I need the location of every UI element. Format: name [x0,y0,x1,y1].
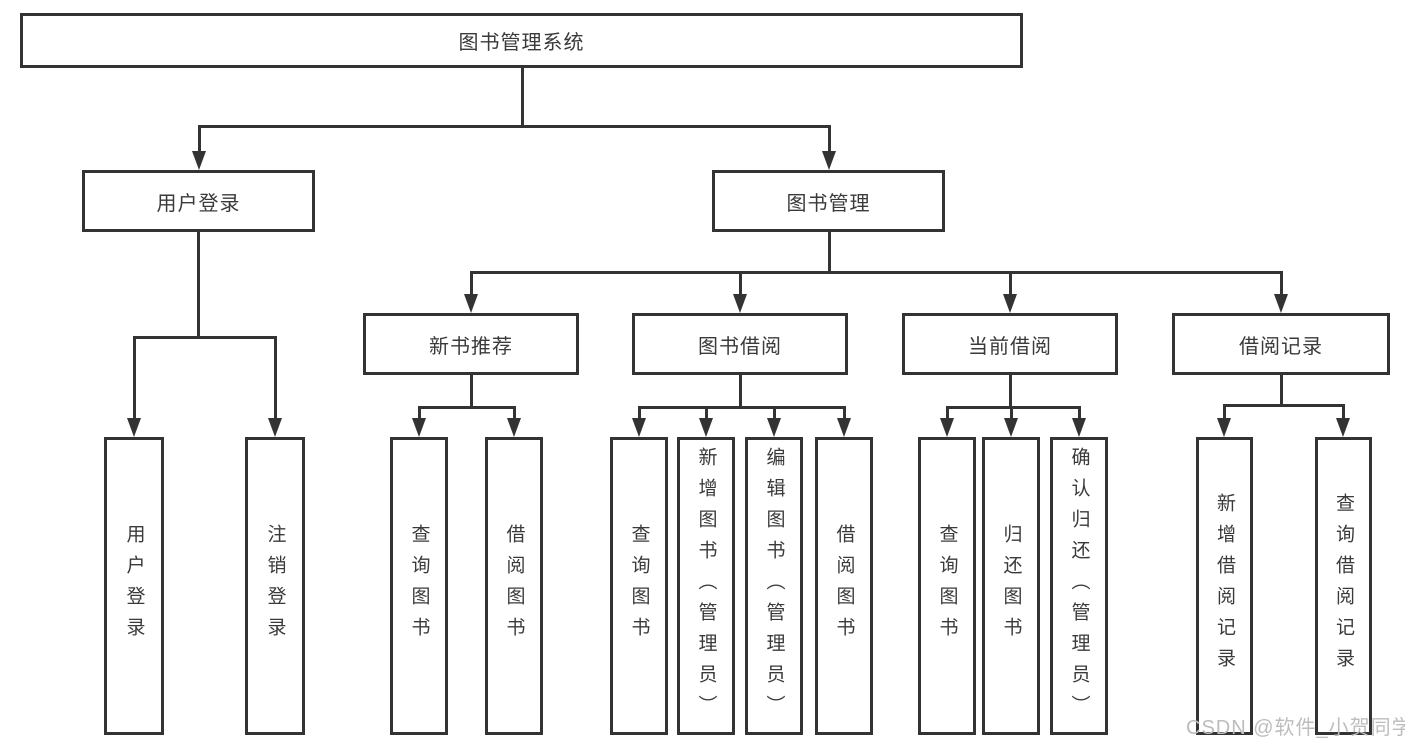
connector-line-vertical [1077,407,1081,424]
connector-line-vertical [827,126,831,156]
arrowhead-down-icon [1217,418,1231,437]
connector-line-vertical [704,407,708,424]
connector-line-vertical [1279,272,1283,300]
connector-line-vertical [738,375,742,407]
connector-line-vertical [132,337,136,424]
connector-line-horizontal [132,335,277,339]
connector-line-horizontal [197,124,831,128]
connector-line-horizontal [417,405,516,409]
connector-line-horizontal [945,405,1081,409]
arrowhead-down-icon [1072,418,1086,437]
connector-line-vertical [772,407,776,424]
connector-line-vertical [469,272,473,300]
connector-line-vertical [197,126,201,156]
node-leaf-borrow-book-2: 借阅图书 [815,437,873,735]
connector-line-vertical [273,337,277,424]
node-leaf-query-book-2: 查询图书 [610,437,668,735]
node-leaf-add-book: 新增图书（管理员） [677,437,735,735]
arrowhead-down-icon [632,418,646,437]
connector-line-vertical [1009,407,1013,424]
connector-line-horizontal [469,270,1283,274]
connector-line-vertical [738,272,742,300]
node-root: 图书管理系统 [20,13,1023,68]
node-current-borrow: 当前借阅 [902,313,1118,375]
arrowhead-down-icon [507,418,521,437]
node-book-borrow: 图书借阅 [632,313,848,375]
arrowhead-down-icon [464,294,478,313]
node-leaf-query-book-3: 查询图书 [918,437,976,735]
connector-line-horizontal [637,405,846,409]
connector-line-vertical [1008,375,1012,407]
connector-line-vertical [196,232,200,337]
arrowhead-down-icon [940,418,954,437]
arrowhead-down-icon [822,151,836,170]
node-leaf-confirm-return: 确认归还（管理员） [1050,437,1108,735]
connector-line-vertical [512,407,516,424]
arrowhead-down-icon [268,418,282,437]
watermark: CSDN @软件_小贺同学 [1186,717,1405,739]
connector-line-vertical [1341,405,1345,424]
connector-line-vertical [1008,272,1012,300]
node-borrow-records: 借阅记录 [1172,313,1390,375]
arrowhead-down-icon [127,418,141,437]
arrowhead-down-icon [699,418,713,437]
node-book-mgmt: 图书管理 [712,170,945,232]
node-leaf-borrow-book-1: 借阅图书 [485,437,543,735]
arrowhead-down-icon [412,418,426,437]
connector-line-horizontal [1222,403,1345,407]
connector-line-vertical [842,407,846,424]
arrowhead-down-icon [1003,294,1017,313]
arrowhead-down-icon [837,418,851,437]
node-new-book-rec: 新书推荐 [363,313,579,375]
node-leaf-logout: 注销登录 [245,437,305,735]
arrowhead-down-icon [1274,294,1288,313]
connector-line-vertical [1222,405,1226,424]
node-leaf-add-record: 新增借阅记录 [1196,437,1253,735]
connector-line-vertical [945,407,949,424]
node-leaf-query-record: 查询借阅记录 [1315,437,1372,735]
node-leaf-edit-book: 编辑图书（管理员） [745,437,803,735]
connector-line-vertical [637,407,641,424]
connector-line-vertical [417,407,421,424]
node-user-login: 用户登录 [82,170,315,232]
connector-line-vertical [469,375,473,407]
node-leaf-return-book: 归还图书 [982,437,1040,735]
connector-line-vertical [520,68,524,126]
arrowhead-down-icon [767,418,781,437]
arrowhead-down-icon [1336,418,1350,437]
arrowhead-down-icon [733,294,747,313]
node-leaf-query-book-1: 查询图书 [390,437,448,735]
connector-line-vertical [1279,375,1283,405]
arrowhead-down-icon [192,151,206,170]
connector-line-vertical [827,232,831,272]
node-leaf-user-login: 用户登录 [104,437,164,735]
arrowhead-down-icon [1004,418,1018,437]
